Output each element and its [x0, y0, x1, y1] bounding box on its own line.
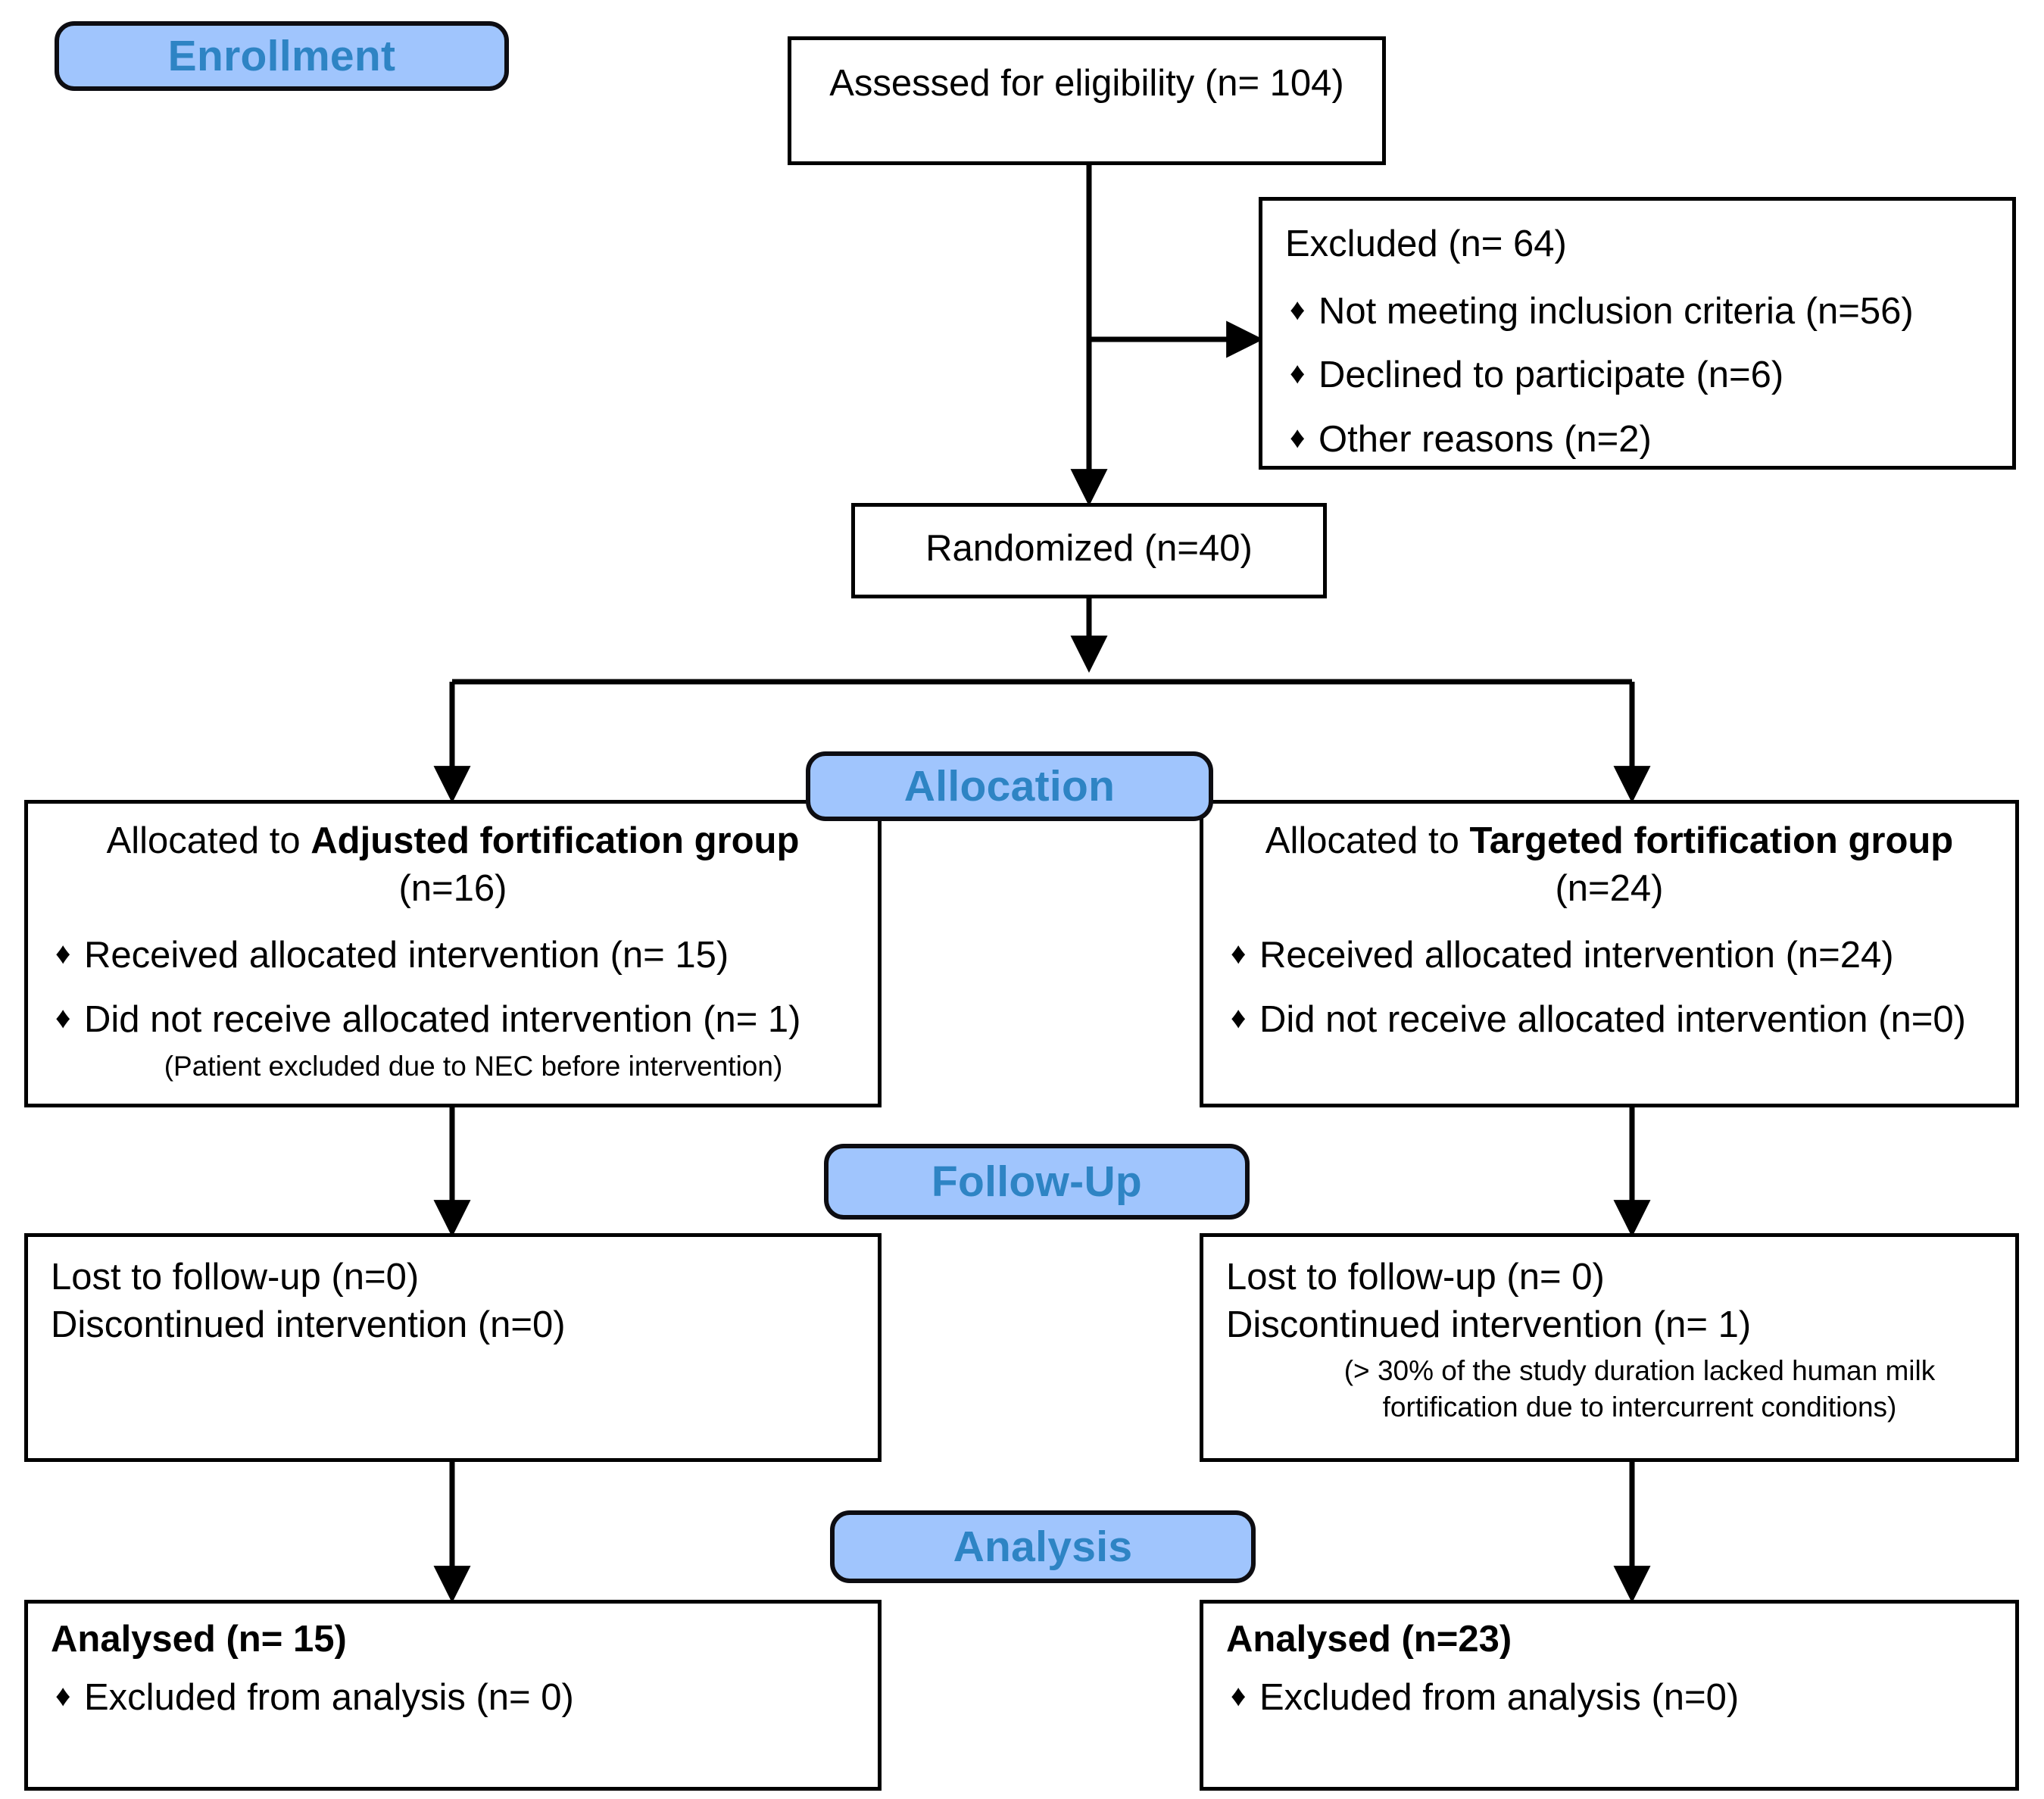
box-excluded: Excluded (n= 64) ♦ Not meeting inclusion… [1259, 197, 2016, 470]
stage-label-analysis: Analysis [830, 1510, 1256, 1583]
excluded-reason-text: Other reasons (n=2) [1318, 419, 1652, 461]
stage-label-followup: Follow-Up [824, 1144, 1250, 1220]
diamond-bullet-icon: ♦ [1290, 421, 1306, 455]
analysis-right-heading: Analysed (n=23) [1226, 1619, 1512, 1660]
assessed-text: Assessed for eligibility (n= 104) [829, 63, 1344, 104]
list-item: ♦ Received allocated intervention (n= 15… [51, 932, 855, 979]
diamond-bullet-icon: ♦ [1290, 357, 1306, 391]
alloc-left-title: Allocated to Adjusted fortification grou… [51, 817, 855, 865]
alloc-left-count: (n=16) [398, 867, 507, 909]
stage-allocation-text: Allocation [903, 762, 1116, 810]
box-allocation-targeted-group: Allocated to Targeted fortification grou… [1200, 800, 2019, 1107]
box-followup-right: Lost to follow-up (n= 0) Discontinued in… [1200, 1233, 2019, 1462]
list-item: ♦ Excluded from analysis (n= 0) [51, 1674, 855, 1722]
diamond-bullet-icon: ♦ [55, 937, 71, 971]
followup-right-line2: Discontinued intervention (n= 1) [1226, 1304, 1752, 1345]
box-analysis-left: Analysed (n= 15) ♦ Excluded from analysi… [24, 1600, 882, 1791]
stage-analysis-text: Analysis [953, 1523, 1133, 1571]
diamond-bullet-icon: ♦ [1231, 1001, 1247, 1035]
stage-followup-text: Follow-Up [931, 1157, 1143, 1206]
alloc-right-count: (n=24) [1555, 867, 1664, 909]
diamond-bullet-icon: ♦ [1290, 292, 1306, 326]
analysis-right-list: ♦ Excluded from analysis (n=0) [1226, 1674, 1993, 1722]
box-analysis-right: Analysed (n=23) ♦ Excluded from analysis… [1200, 1600, 2019, 1791]
alloc-left-title-group: Adjusted fortification group [311, 820, 800, 861]
diamond-bullet-icon: ♦ [1231, 937, 1247, 971]
diamond-bullet-icon: ♦ [55, 1001, 71, 1035]
followup-right-line1: Lost to follow-up (n= 0) [1226, 1257, 1605, 1298]
excluded-heading: Excluded (n= 64) [1285, 223, 1567, 264]
stage-label-enrollment: Enrollment [55, 21, 509, 91]
alloc-right-item-text: Did not receive allocated intervention (… [1259, 999, 1966, 1041]
alloc-left-list: ♦ Received allocated intervention (n= 15… [51, 932, 855, 1084]
alloc-right-title: Allocated to Targeted fortification grou… [1226, 817, 1993, 865]
alloc-left-item-text: Did not receive allocated intervention (… [84, 999, 801, 1041]
stage-enrollment-text: Enrollment [167, 32, 396, 80]
alloc-right-title-group: Targeted fortification group [1469, 820, 1954, 861]
analysis-left-list: ♦ Excluded from analysis (n= 0) [51, 1674, 855, 1722]
box-randomized: Randomized (n=40) [851, 503, 1327, 598]
alloc-right-list: ♦ Received allocated intervention (n=24)… [1226, 932, 1993, 1043]
list-item: ♦ Did not receive allocated intervention… [51, 996, 855, 1084]
alloc-right-item-text: Received allocated intervention (n=24) [1259, 935, 1894, 976]
list-item: ♦ Not meeting inclusion criteria (n=56) [1285, 288, 1989, 336]
excluded-reason-list: ♦ Not meeting inclusion criteria (n=56) … [1285, 288, 1989, 464]
list-item: ♦ Declined to participate (n=6) [1285, 351, 1989, 399]
alloc-right-title-prefix: Allocated to [1265, 820, 1470, 861]
followup-left-line1: Lost to follow-up (n=0) [51, 1257, 420, 1298]
followup-right-subnote: (> 30% of the study duration lacked huma… [1343, 1355, 1936, 1423]
diamond-bullet-icon: ♦ [55, 1679, 71, 1713]
box-followup-left: Lost to follow-up (n=0) Discontinued int… [24, 1233, 882, 1462]
list-item: ♦ Excluded from analysis (n=0) [1226, 1674, 1993, 1722]
list-item: ♦ Other reasons (n=2) [1285, 416, 1989, 464]
list-item: ♦ Did not receive allocated intervention… [1226, 996, 1993, 1044]
analysis-left-heading: Analysed (n= 15) [51, 1619, 347, 1660]
alloc-left-title-prefix: Allocated to [106, 820, 311, 861]
stage-label-allocation: Allocation [806, 751, 1213, 821]
box-allocation-adjusted-group: Allocated to Adjusted fortification grou… [24, 800, 882, 1107]
box-assessed-for-eligibility: Assessed for eligibility (n= 104) [788, 36, 1386, 165]
diamond-bullet-icon: ♦ [1231, 1679, 1247, 1713]
list-item: ♦ Received allocated intervention (n=24) [1226, 932, 1993, 979]
excluded-reason-text: Not meeting inclusion criteria (n=56) [1318, 290, 1914, 332]
followup-left-line2: Discontinued intervention (n=0) [51, 1304, 566, 1345]
alloc-left-subnote: (Patient excluded due to NEC before inte… [164, 1050, 783, 1082]
randomized-text: Randomized (n=40) [925, 528, 1253, 569]
analysis-right-item-text: Excluded from analysis (n=0) [1259, 1676, 1740, 1718]
analysis-left-item-text: Excluded from analysis (n= 0) [84, 1676, 574, 1718]
alloc-left-item-text: Received allocated intervention (n= 15) [84, 935, 729, 976]
excluded-reason-text: Declined to participate (n=6) [1318, 354, 1784, 396]
